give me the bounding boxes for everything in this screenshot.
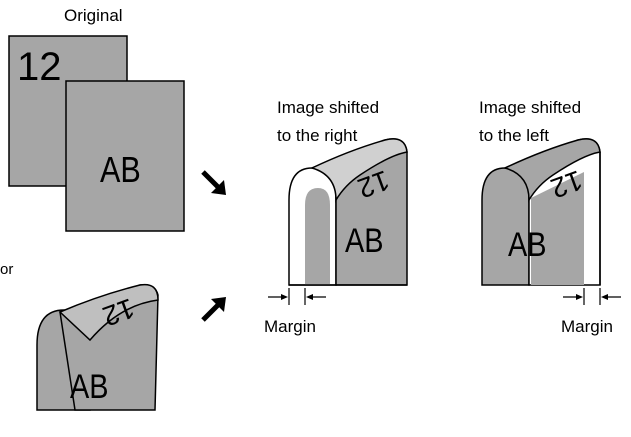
margin-bracket-icon (563, 288, 621, 305)
shifted-left-title-line2: to the left (479, 126, 549, 145)
margin-label-right-copy: Margin (264, 317, 316, 336)
shifted-right-page-2: AB (345, 221, 384, 260)
original-page-2 (65, 80, 185, 232)
original-label: Original (64, 6, 123, 25)
arrow-up-right-icon (201, 297, 226, 322)
shifted-right-image-area (305, 188, 330, 285)
folded-copy-curl (58, 283, 159, 342)
shifted-right-curl (309, 138, 408, 203)
page-1-number: 12 (17, 45, 62, 89)
shifted-left-copy: 12 AB (481, 138, 601, 286)
folded-copy-page-2: AB (70, 367, 109, 406)
shifted-right-copy: 12 AB (288, 138, 408, 286)
shifted-left-page-2: AB (508, 225, 547, 264)
shifted-right-title-line2: to the right (277, 126, 358, 145)
page-2-text: AB (100, 151, 141, 191)
margin-bracket-icon (268, 288, 326, 305)
shifted-right-title-line1: Image shifted (277, 98, 380, 117)
folded-copy: 12 AB (36, 283, 159, 411)
arrow-down-right-icon (201, 170, 226, 195)
shifted-left-curl (502, 138, 601, 203)
shifted-left-title-line1: Image shifted (479, 98, 582, 117)
shifted-left-image-area (531, 172, 584, 285)
margin-label-left-copy: Margin (561, 317, 613, 336)
or-label: or (0, 261, 14, 278)
original-pages: 12 AB (8, 35, 185, 232)
